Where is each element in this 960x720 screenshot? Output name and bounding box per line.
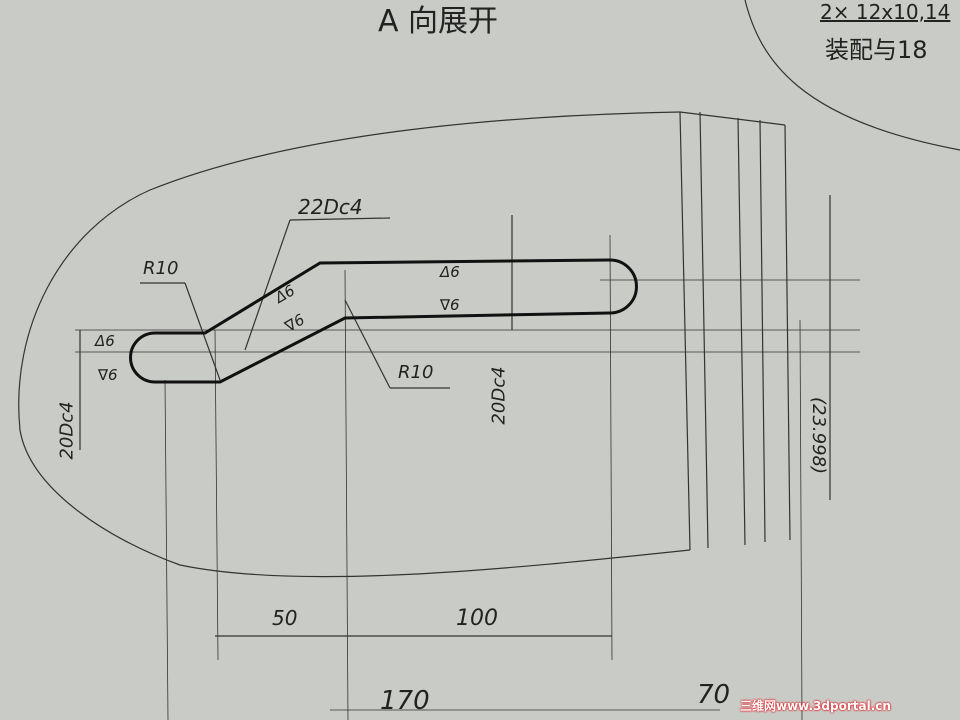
corner-note-1: 2× 12x10,14 [820, 0, 951, 24]
blank-outline [18, 111, 691, 578]
dim-70: 70 [697, 680, 731, 710]
dim-170: 170 [380, 686, 430, 716]
roughness-up-mid: Δ6 [440, 263, 460, 281]
label-22dc4: 22Dc4 [298, 195, 363, 219]
label-20dc4-mid: 20Dc4 [488, 366, 510, 425]
roughness-down-mid: ∇6 [440, 296, 460, 314]
view-title: A 向展开 [378, 4, 499, 39]
label-20dc4-left: 20Dc4 [56, 401, 78, 460]
roughness-down-left: ∇6 [98, 366, 118, 384]
label-r10-right: R10 [398, 362, 434, 383]
slot-outline [129, 258, 638, 384]
dim-50: 50 [272, 606, 298, 630]
label-r10-left: R10 [143, 258, 179, 279]
label-23998: (23.998) [808, 396, 830, 475]
corner-arc [744, 0, 960, 151]
roughness-up-left: Δ6 [95, 332, 115, 350]
watermark: 三维网www.3dportal.cn [740, 699, 891, 713]
dim-100: 100 [456, 606, 498, 631]
corner-note-2: 装配与18 [825, 36, 928, 64]
